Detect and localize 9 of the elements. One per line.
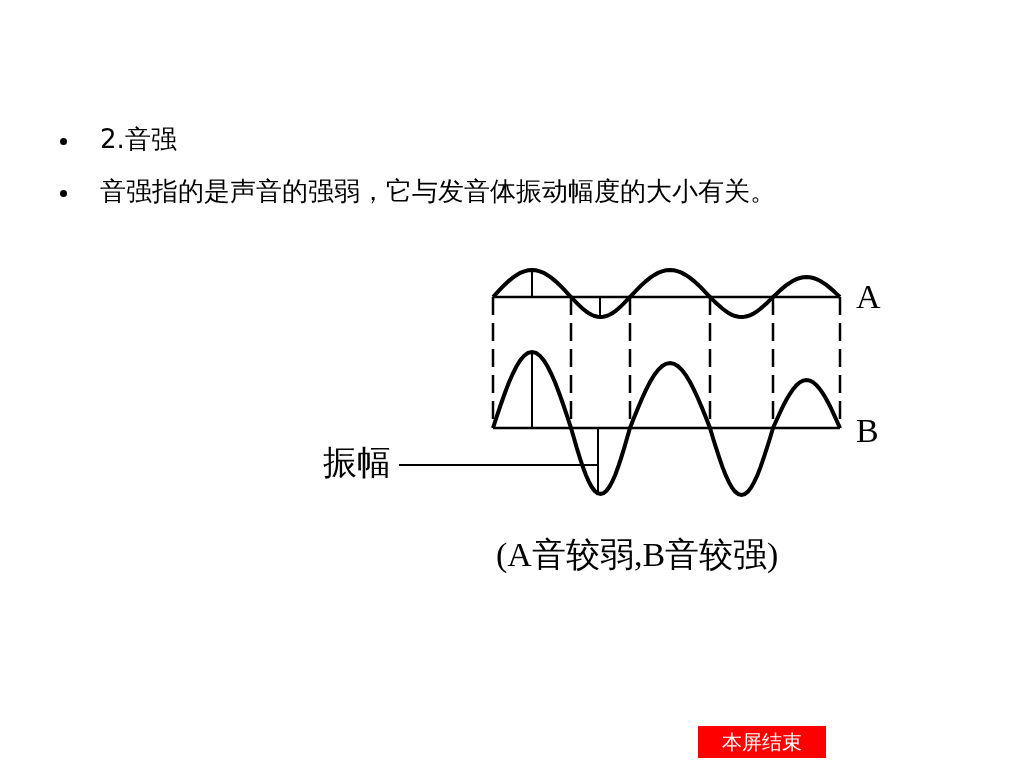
caption: (A音较弱,B音较强) <box>496 535 779 575</box>
leader-line <box>398 464 598 466</box>
wave-label: A <box>856 278 881 316</box>
wave-label: B <box>856 412 879 450</box>
title: 2.音强 <box>100 123 177 156</box>
amplitude-marker <box>597 428 599 494</box>
end-button: 本屏结束 <box>698 726 826 758</box>
amplitude-label: 振幅 <box>323 440 391 486</box>
body-text: 音强指的是声音的强弱，它与发音体振动幅度的大小有关。 <box>100 175 776 208</box>
